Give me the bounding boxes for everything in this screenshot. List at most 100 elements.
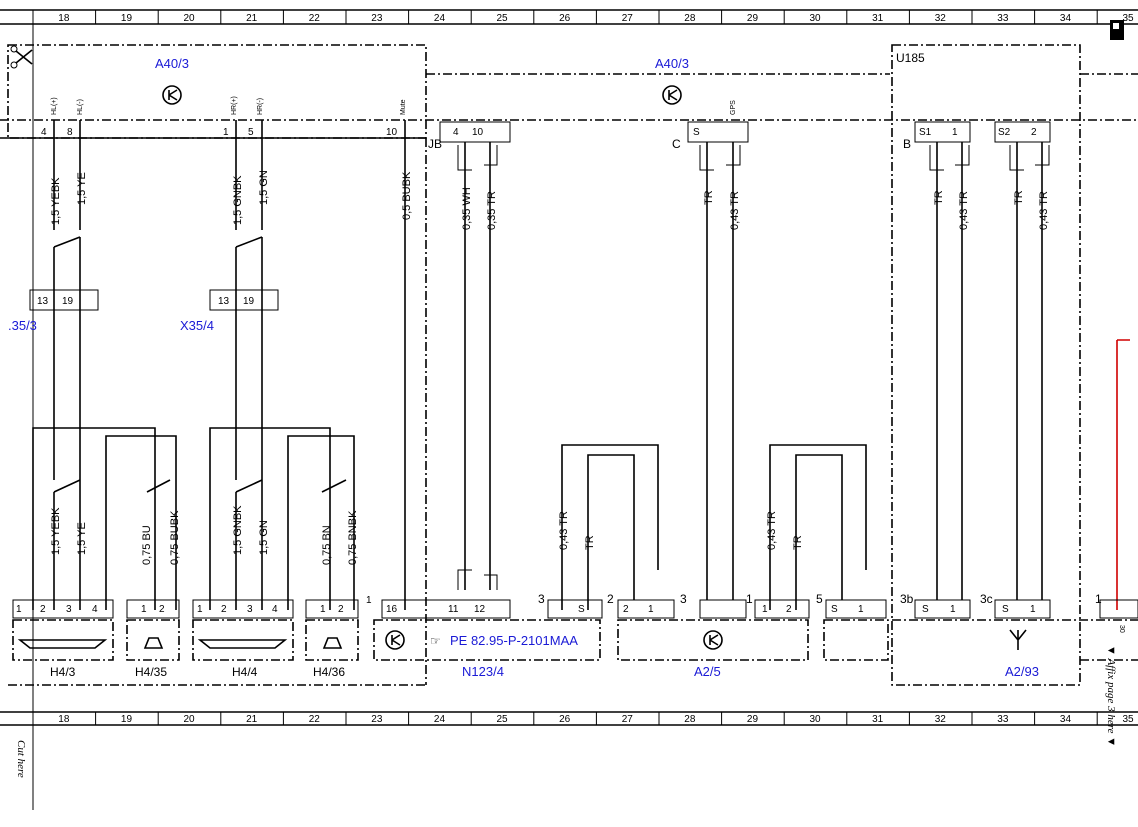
- a2-5-loop-wires: [561, 444, 867, 610]
- svg-text:3: 3: [247, 604, 253, 615]
- jb-wire-group: [457, 142, 498, 590]
- svg-text:1: 1: [16, 604, 22, 615]
- wire-label: 1,5 YEBK: [50, 507, 62, 555]
- c-pin-3b: 3b: [900, 592, 914, 606]
- pin-hl-minus: HL(-): [77, 99, 84, 115]
- ruler-column-number: 18: [58, 714, 70, 725]
- ruler-column-number: 32: [935, 714, 947, 725]
- wire-label: TR: [584, 535, 596, 550]
- n123-4-label: N123/4: [462, 664, 504, 679]
- r-pin-1: 1: [1095, 592, 1102, 606]
- ruler-column-number: 32: [935, 13, 947, 24]
- ruler-column-number: 34: [1060, 714, 1072, 725]
- ruler-column-number: 19: [121, 714, 133, 725]
- b-pin-5: 5: [816, 592, 823, 606]
- a-pin-3: 3: [538, 592, 545, 606]
- c-pin-s: S: [922, 604, 929, 615]
- x35-4-pin-19: 19: [243, 296, 255, 307]
- svg-text:4: 4: [92, 604, 98, 615]
- tweeter-icon: [322, 637, 343, 649]
- b-pin-s: S: [831, 604, 838, 615]
- pin-5: 5: [248, 127, 254, 138]
- ruler-column-number: 35: [1123, 714, 1135, 725]
- wire-label: 0,43 TR: [1038, 191, 1050, 230]
- wire-label: 1,5 GN: [258, 170, 270, 205]
- ruler-column-number: 19: [121, 13, 133, 24]
- ruler-column-number: 24: [434, 714, 446, 725]
- audio-symbol-icon: [662, 85, 682, 105]
- pin-hr-minus: HR(-): [257, 98, 264, 115]
- x35-4-label: X35/4: [180, 318, 214, 333]
- ruler-column-number: 28: [684, 714, 696, 725]
- ruler-column-number: 31: [872, 714, 884, 725]
- audio-symbol-icon: [162, 85, 182, 105]
- wire-label: 0,75 BN: [321, 525, 333, 565]
- ruler-column-number: 34: [1060, 13, 1072, 24]
- c-pin-1: 1: [950, 604, 956, 615]
- left-wire-group: [32, 120, 177, 610]
- pin-s1: S1: [919, 127, 932, 138]
- pin-hl-plus: HL(+): [51, 97, 58, 115]
- n-pin-12: 12: [474, 604, 486, 615]
- h4-36-label: H4/36: [313, 665, 345, 679]
- a2-93-label: A2/93: [1005, 664, 1039, 679]
- u185-box: [891, 44, 1081, 686]
- pin-s2: S2: [998, 127, 1011, 138]
- a-pin-s: S: [578, 604, 585, 615]
- u185-wire-group: [929, 142, 1050, 600]
- wire-label: 0,43 TR: [558, 511, 570, 550]
- a40-left-box: [7, 44, 427, 139]
- b-label: B: [903, 137, 911, 151]
- ruler-column-number: 29: [747, 714, 759, 725]
- wire-label: TR: [792, 535, 804, 550]
- wire-label: 0,75 BU: [141, 525, 153, 565]
- wire-label: 1,5 YEBK: [50, 177, 62, 225]
- wire-label: 1,5 GN: [258, 520, 270, 555]
- wire-label: 0,43 TR: [958, 191, 970, 230]
- jb-label: JB: [428, 137, 442, 151]
- ruler-column-number: 25: [497, 13, 509, 24]
- jb-pin-4: 4: [453, 127, 459, 138]
- pin-hr-plus: HR(+): [231, 96, 238, 115]
- ruler-column-number: 30: [810, 13, 822, 24]
- ruler-column-number: 25: [497, 714, 509, 725]
- pin-b1: 1: [952, 127, 958, 138]
- c-wire-group: [699, 142, 741, 600]
- c-pin-s: S: [693, 127, 700, 138]
- b-pin-1: 1: [746, 592, 753, 606]
- b-pin-3: 3: [680, 592, 687, 606]
- reference-text[interactable]: PE 82.95-P-2101MAA: [450, 633, 578, 648]
- antenna-icon: [1009, 629, 1027, 650]
- ruler-column-number: 27: [622, 13, 634, 24]
- ruler-column-number: 33: [997, 13, 1009, 24]
- x35-3-label: .35/3: [8, 318, 37, 333]
- pin-1: 1: [223, 127, 229, 138]
- pin-mute: Mute: [400, 99, 407, 115]
- ruler-column-number: 22: [309, 714, 321, 725]
- ruler-column-number: 33: [997, 714, 1009, 725]
- pin-gps: GPS: [730, 100, 737, 115]
- bottom-connectors: [12, 599, 1138, 619]
- wire-label: 0,35 TR: [486, 191, 498, 230]
- ruler-column-number: 26: [559, 714, 571, 725]
- audio-symbol-icon: [703, 630, 723, 650]
- svg-text:1: 1: [320, 604, 326, 615]
- cut-here-text: Cut here: [15, 740, 27, 778]
- ruler-column-number: 31: [872, 13, 884, 24]
- x35-3-pin-13: 13: [37, 296, 49, 307]
- pin-b2: 2: [1031, 127, 1037, 138]
- red-connection-line: [1116, 339, 1130, 610]
- n-pin-16: 16: [386, 604, 398, 615]
- wire-label: 1,5 YE: [76, 522, 88, 555]
- ruler-column-number: 35: [1123, 13, 1135, 24]
- speaker-icon: [17, 639, 108, 649]
- n-pin-11: 11: [448, 604, 459, 615]
- reference-link[interactable]: ☞ PE 82.95-P-2101MAA: [430, 633, 578, 648]
- mid-wire-group: [209, 120, 355, 610]
- h4-3-label: H4/3: [50, 665, 76, 679]
- wire-label: 0,35 WH: [461, 187, 473, 230]
- a-pin-2: 2: [607, 592, 614, 606]
- scissors-icon: [10, 45, 33, 69]
- svg-text:2: 2: [159, 604, 165, 615]
